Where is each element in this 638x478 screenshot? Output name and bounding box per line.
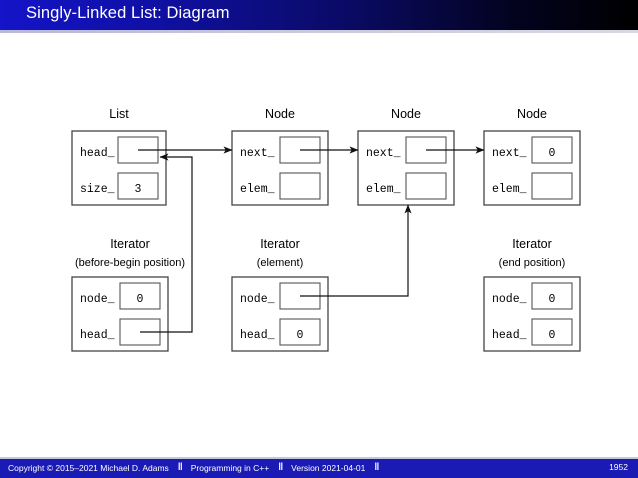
field-slot-node3-next (531, 136, 573, 164)
edge-it2-node-to-node2 (300, 204, 412, 297)
field-value-it1-node: 0 (137, 293, 144, 306)
field-slot-it2-head (279, 318, 321, 346)
slide-header: Singly-Linked List: Diagram (0, 0, 638, 30)
field-label-it2-node: node_ (240, 293, 275, 306)
diagram-canvas: List Node Node Node head_ size_ 3 next_ … (0, 33, 638, 453)
slide-footer: Copyright © 2015–2021 Michael D. Adams ‖… (0, 459, 638, 478)
struct-node-2: next_ elem_ (357, 130, 455, 206)
struct-subcaption-iterator-3: (end position) (499, 257, 566, 269)
field-slot-node1-elem (279, 172, 321, 200)
page-title: Singly-Linked List: Diagram (26, 4, 230, 22)
footer-version: Version 2021-04-01 (291, 462, 366, 473)
field-value-it2-head: 0 (297, 329, 304, 342)
struct-iterator-3: node_ 0 head_ 0 (483, 276, 581, 352)
struct-caption-iterator-1: Iterator (110, 237, 150, 251)
footer-separator-1: ‖ (177, 462, 183, 473)
field-slot-list-size (117, 172, 159, 200)
struct-node-3: next_ 0 elem_ (483, 130, 581, 206)
footer-left-group: Copyright © 2015–2021 Michael D. Adams ‖… (8, 462, 380, 473)
field-value-list-size: 3 (135, 183, 142, 196)
field-label-node2-next: next_ (366, 147, 401, 160)
field-value-node3-next: 0 (549, 147, 556, 160)
footer-rule (0, 457, 638, 459)
struct-node-1: next_ elem_ (231, 130, 329, 206)
field-label-node1-next: next_ (240, 147, 275, 160)
field-label-node3-elem: elem_ (492, 183, 527, 196)
footer-separator-2: ‖ (278, 462, 283, 473)
field-label-it1-node: node_ (80, 293, 115, 306)
struct-caption-iterator-3: Iterator (512, 237, 552, 251)
field-label-node3-next: next_ (492, 147, 527, 160)
struct-subcaption-iterator-2: (element) (257, 257, 303, 269)
field-label-list-size: size_ (80, 183, 115, 196)
field-slot-node2-elem (405, 172, 447, 200)
field-label-node1-elem: elem_ (240, 183, 275, 196)
struct-caption-node-1: Node (265, 107, 295, 121)
struct-caption-node-3: Node (517, 107, 547, 121)
struct-iterator-1: node_ 0 head_ (71, 276, 169, 352)
struct-subcaption-iterator-1: (before-begin position) (75, 257, 185, 269)
struct-list: head_ size_ 3 (71, 130, 167, 206)
struct-iterator-2: node_ head_ 0 (231, 276, 329, 352)
struct-caption-list: List (109, 107, 129, 121)
field-value-it3-node: 0 (549, 293, 556, 306)
field-value-it3-head: 0 (549, 329, 556, 342)
field-label-it3-node: node_ (492, 293, 527, 306)
footer-page-number: 1952 (609, 462, 628, 472)
field-label-it3-head: head_ (492, 329, 527, 342)
footer-separator-3: ‖ (374, 462, 379, 473)
field-label-list-head: head_ (80, 147, 115, 160)
field-label-it1-head: head_ (80, 329, 115, 342)
header-underline (0, 30, 638, 33)
field-label-it2-head: head_ (240, 329, 275, 342)
field-slot-it3-node (531, 282, 573, 310)
footer-copyright: Copyright © 2015–2021 Michael D. Adams (8, 462, 169, 473)
linked-list-diagram: List Node Node Node head_ size_ 3 next_ … (71, 107, 581, 352)
field-label-node2-elem: elem_ (366, 183, 401, 196)
field-slot-node3-elem (531, 172, 573, 200)
edge-it1-head-to-list-head (140, 153, 193, 333)
struct-caption-node-2: Node (391, 107, 421, 121)
struct-caption-iterator-2: Iterator (260, 237, 300, 251)
field-slot-it1-node (119, 282, 161, 310)
field-slot-it3-head (531, 318, 573, 346)
footer-course: Programming in C++ (190, 462, 270, 473)
